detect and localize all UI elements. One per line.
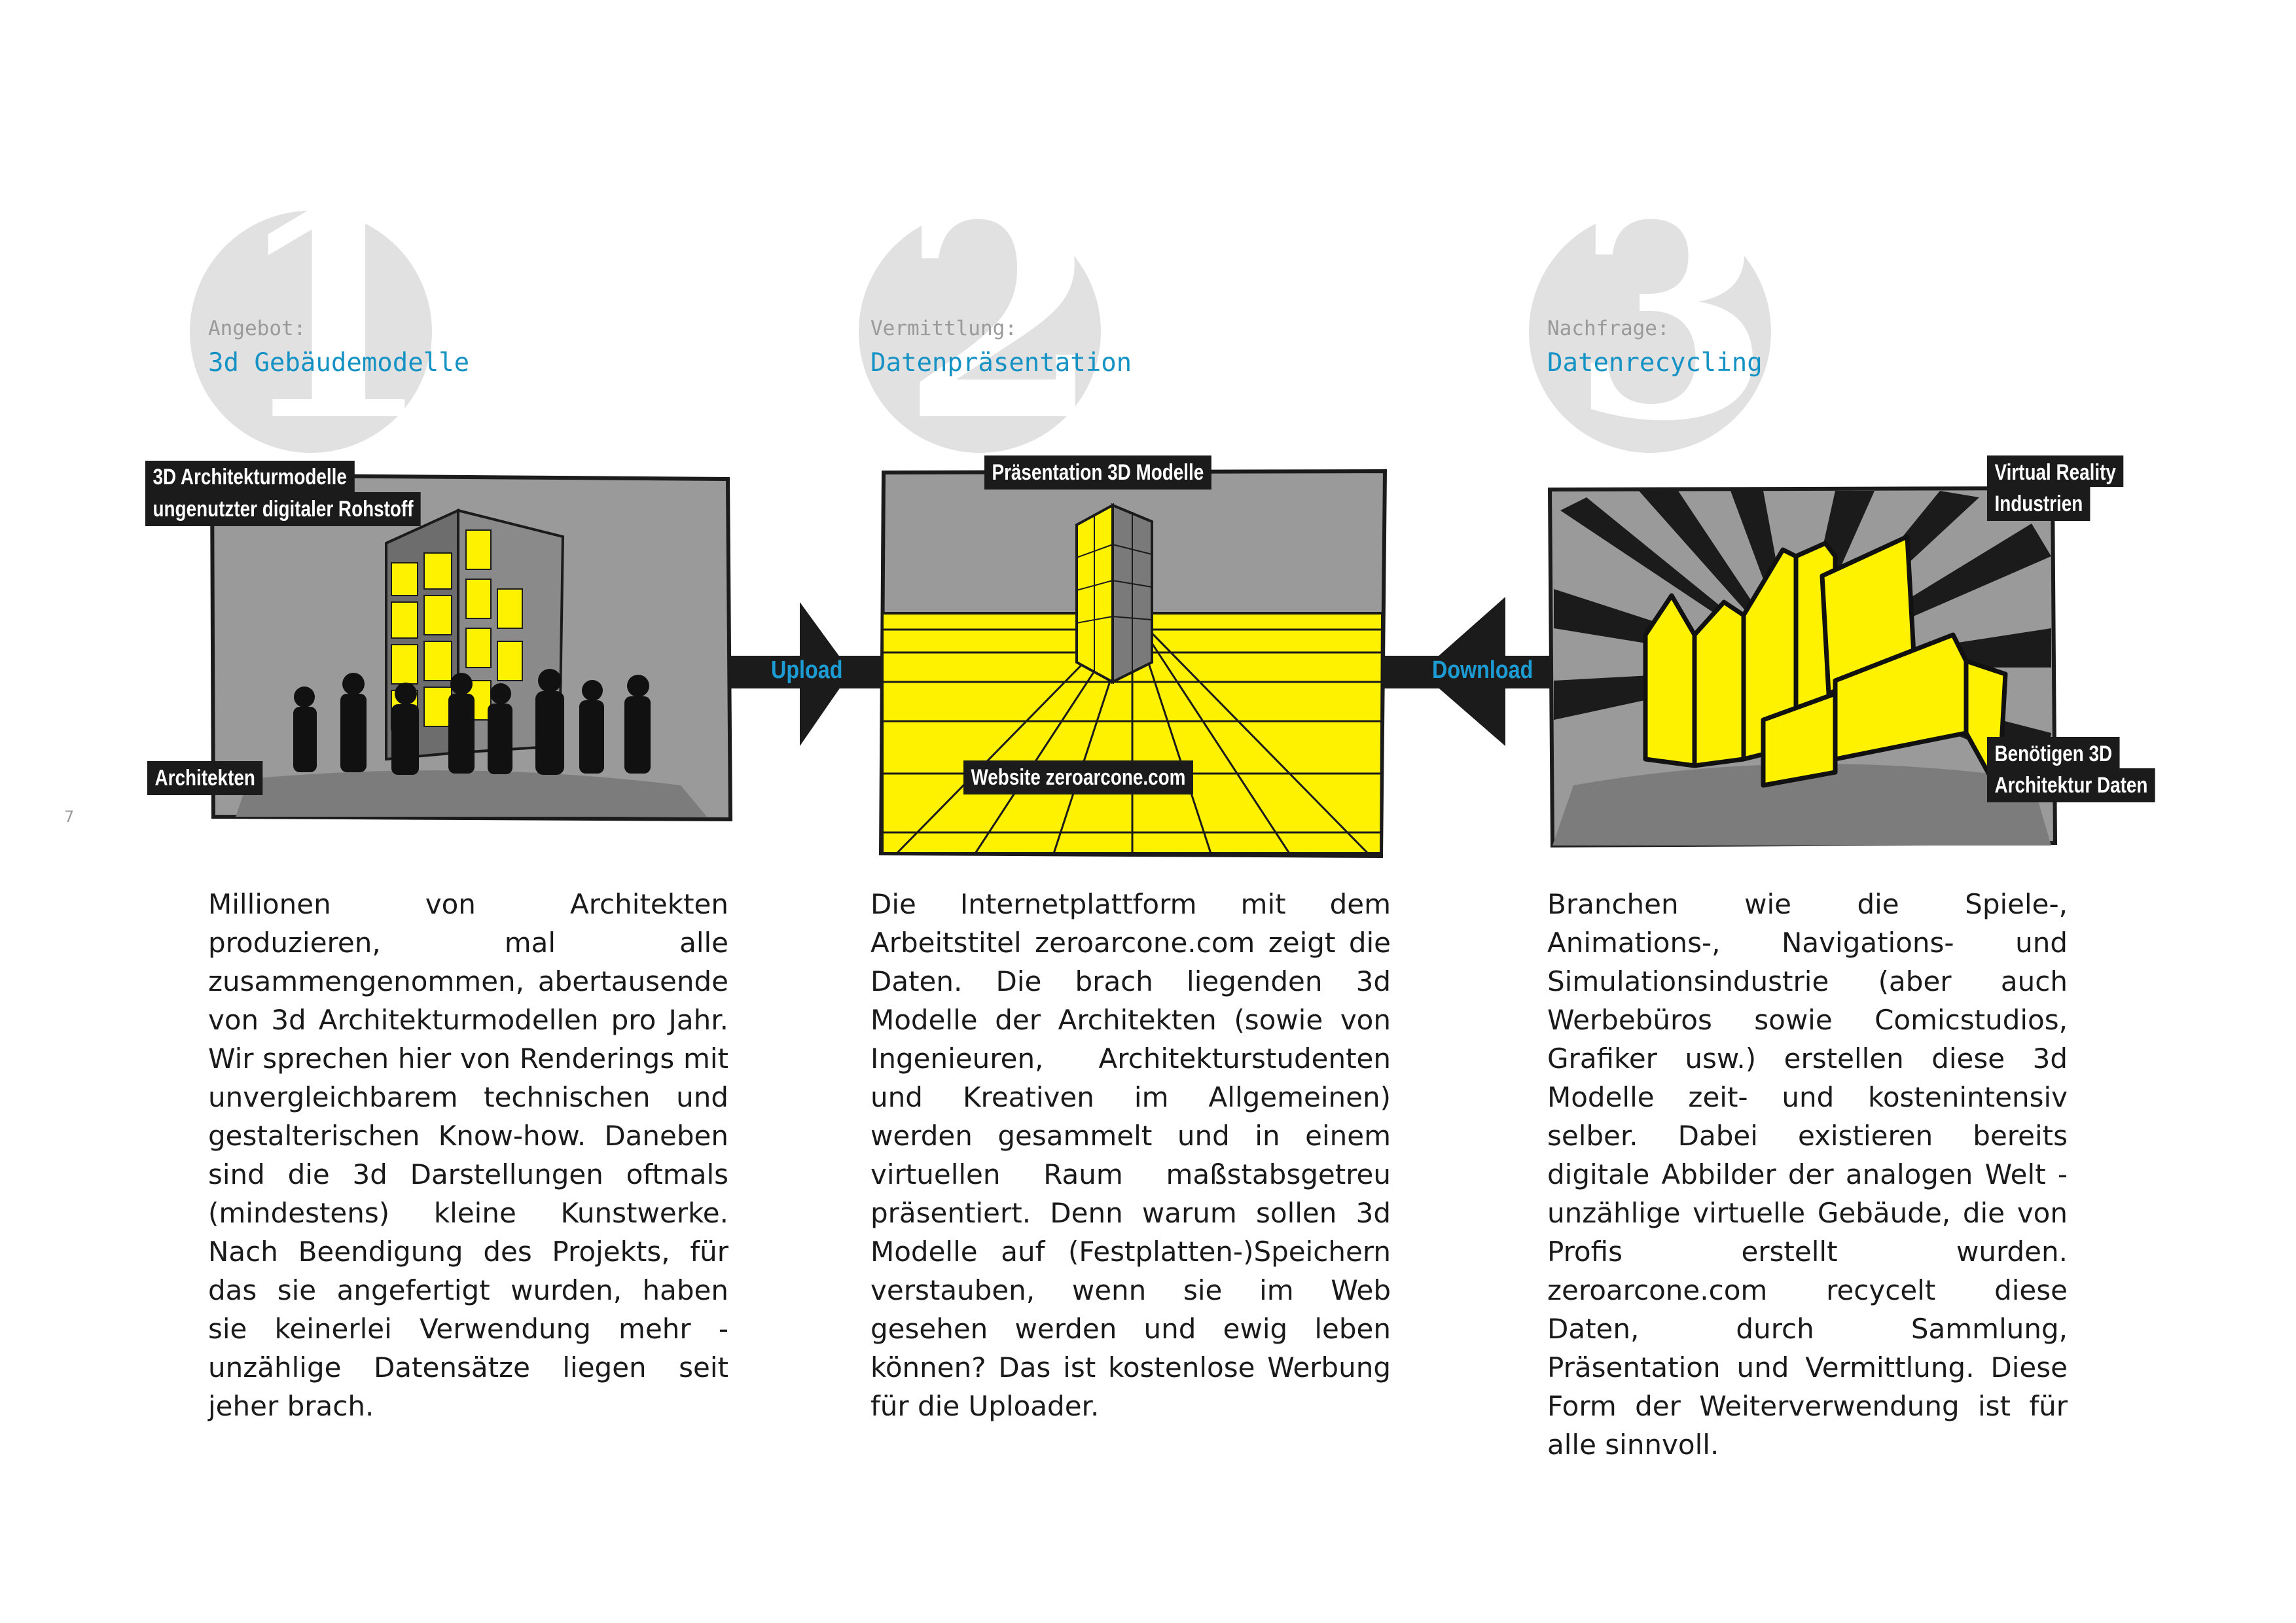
tag-need-3d: Benötigen 3D (1987, 737, 2120, 768)
tag-raw-material-text: ungenutzter digitaler Rohstoff (152, 497, 413, 522)
tag-presentation: Präsentation 3D Modelle (984, 455, 1211, 490)
tag-3d-models: 3D Architekturmodelle (145, 461, 354, 493)
panel-recycling (1547, 484, 2058, 851)
panel-presentation (877, 466, 1388, 859)
paragraph-demand: Branchen wie die Spiele-, Animations-, N… (1547, 885, 2068, 1464)
tag-raw-material: ungenutzter digitaler Rohstoff (145, 492, 421, 526)
download-label: Download (1432, 656, 1533, 685)
tag-industries: Industrien (1987, 487, 2090, 521)
tag-architects: Architekten (147, 761, 262, 795)
tag-virtual-reality: Virtual Reality (1987, 455, 2123, 487)
tag-architecture-data: Architektur Daten (1987, 768, 2155, 802)
paragraph-offer: Millionen von Architekten produzieren, m… (208, 885, 728, 1425)
people-silhouettes (293, 669, 651, 775)
upload-label: Upload (771, 656, 842, 685)
tag-3d-models-line1: 3D Architekturmodelle (152, 465, 346, 490)
tag-website: Website zeroarcone.com (963, 760, 1193, 794)
paragraph-mediation: Die Internetplattform mit dem Arbeitstit… (870, 885, 1391, 1425)
